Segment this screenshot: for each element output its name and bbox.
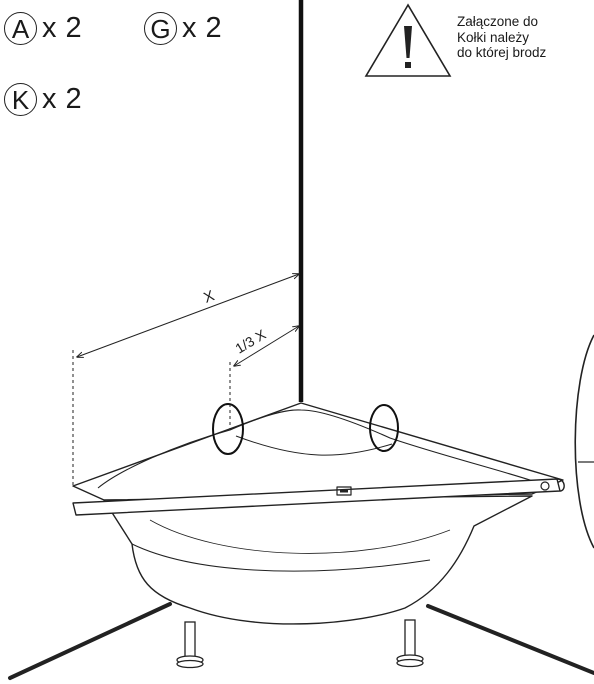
detail-circle	[574, 334, 594, 549]
part-k-letter: K	[4, 83, 37, 116]
warning-triangle-icon	[364, 3, 452, 77]
warning-text: Załączone do Kołki należy do której brod…	[457, 14, 546, 61]
fixing-point-markers	[212, 403, 399, 455]
part-k: K x 2	[4, 83, 82, 116]
part-g-letter: G	[144, 12, 177, 45]
dimension-x-label: X	[201, 287, 216, 306]
dimension-third-label: 1/3 X	[232, 326, 269, 357]
warning-line-1: Załączone do	[457, 14, 539, 29]
floor-lines	[8, 602, 594, 680]
part-a-letter: A	[4, 12, 37, 45]
warning-line-3: do której brodz	[457, 45, 547, 60]
corner-bathtub	[72, 402, 565, 625]
part-k-qty: x 2	[42, 83, 83, 115]
part-g-qty: x 2	[182, 12, 223, 44]
warning-line-2: Kołki należy	[457, 29, 530, 45]
part-a: A x 2	[4, 12, 82, 45]
part-a-qty: x 2	[42, 12, 83, 44]
part-g: G x 2	[144, 12, 222, 45]
bathtub-legs	[176, 619, 424, 669]
